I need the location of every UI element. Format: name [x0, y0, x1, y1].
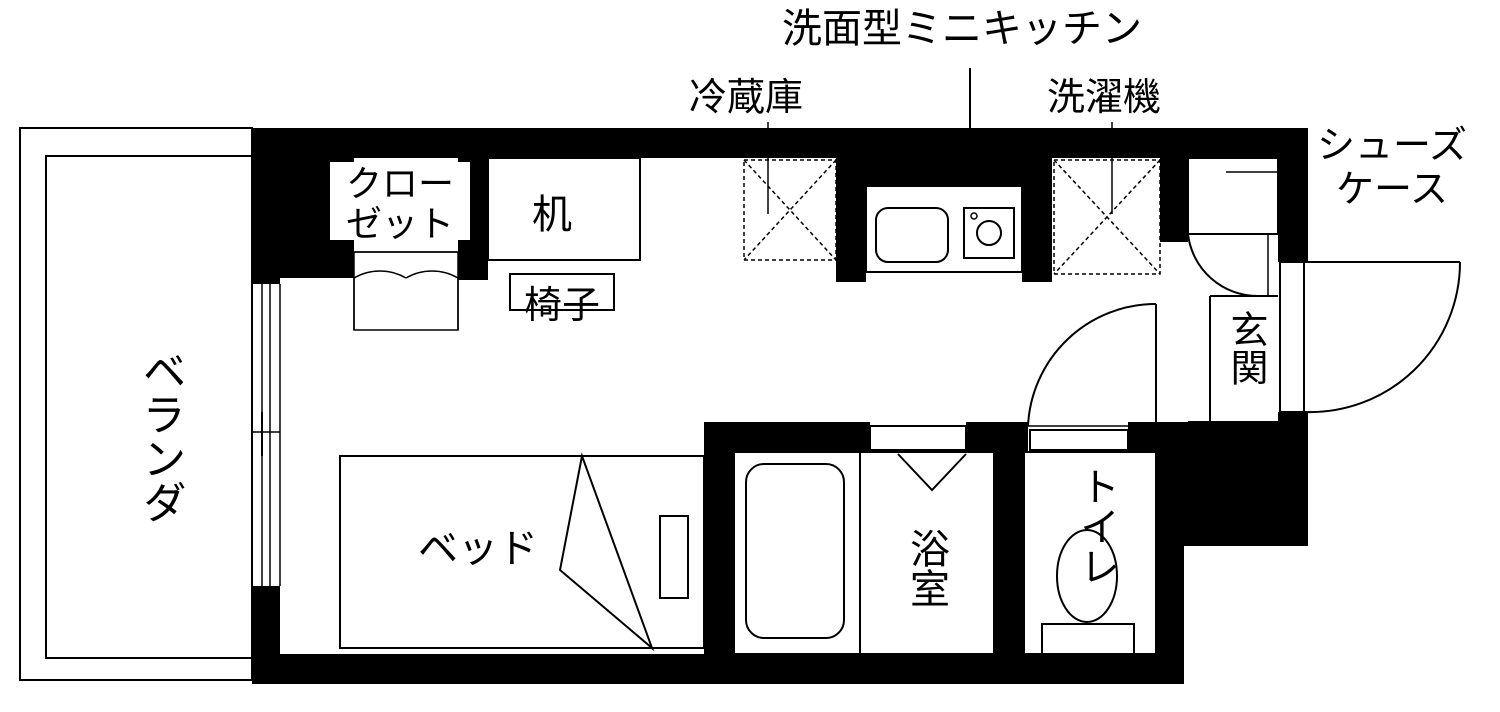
bath-door	[869, 302, 1157, 451]
toilet-label: トイレ	[1073, 466, 1119, 586]
bathtub	[733, 451, 995, 655]
chair-label: 椅子	[524, 283, 600, 327]
bed-label: ベッド	[418, 526, 538, 572]
veranda-label: ベランダ	[135, 348, 186, 524]
entrance-label: 玄関	[1224, 310, 1268, 386]
mini-kitchen	[865, 185, 1023, 273]
desk-label: 机	[532, 192, 572, 238]
fridge-space	[743, 159, 837, 261]
closet-label-1: クロー	[346, 164, 454, 205]
veranda-window	[251, 284, 281, 586]
entrance	[1187, 233, 1461, 423]
fridge-label: 冷蔵庫	[689, 75, 803, 119]
kitchen-label: 洗面型ミニキッチン	[782, 6, 1142, 52]
desk	[487, 157, 641, 261]
toilet	[1023, 451, 1157, 655]
shoe-case-label-1: シューズ	[1317, 123, 1467, 167]
bath-label: 浴室	[903, 528, 949, 608]
closet	[330, 162, 470, 331]
bed	[339, 452, 705, 652]
washer-label: 洗濯機	[1047, 75, 1161, 119]
chair	[509, 273, 615, 311]
closet-label-2: ゼット	[346, 204, 454, 245]
washer-space	[1053, 159, 1161, 275]
leader-lines	[767, 68, 1113, 214]
shoe-case	[1187, 157, 1300, 235]
walls	[252, 128, 1308, 684]
shoe-case-label-2: ケース	[1336, 167, 1448, 211]
